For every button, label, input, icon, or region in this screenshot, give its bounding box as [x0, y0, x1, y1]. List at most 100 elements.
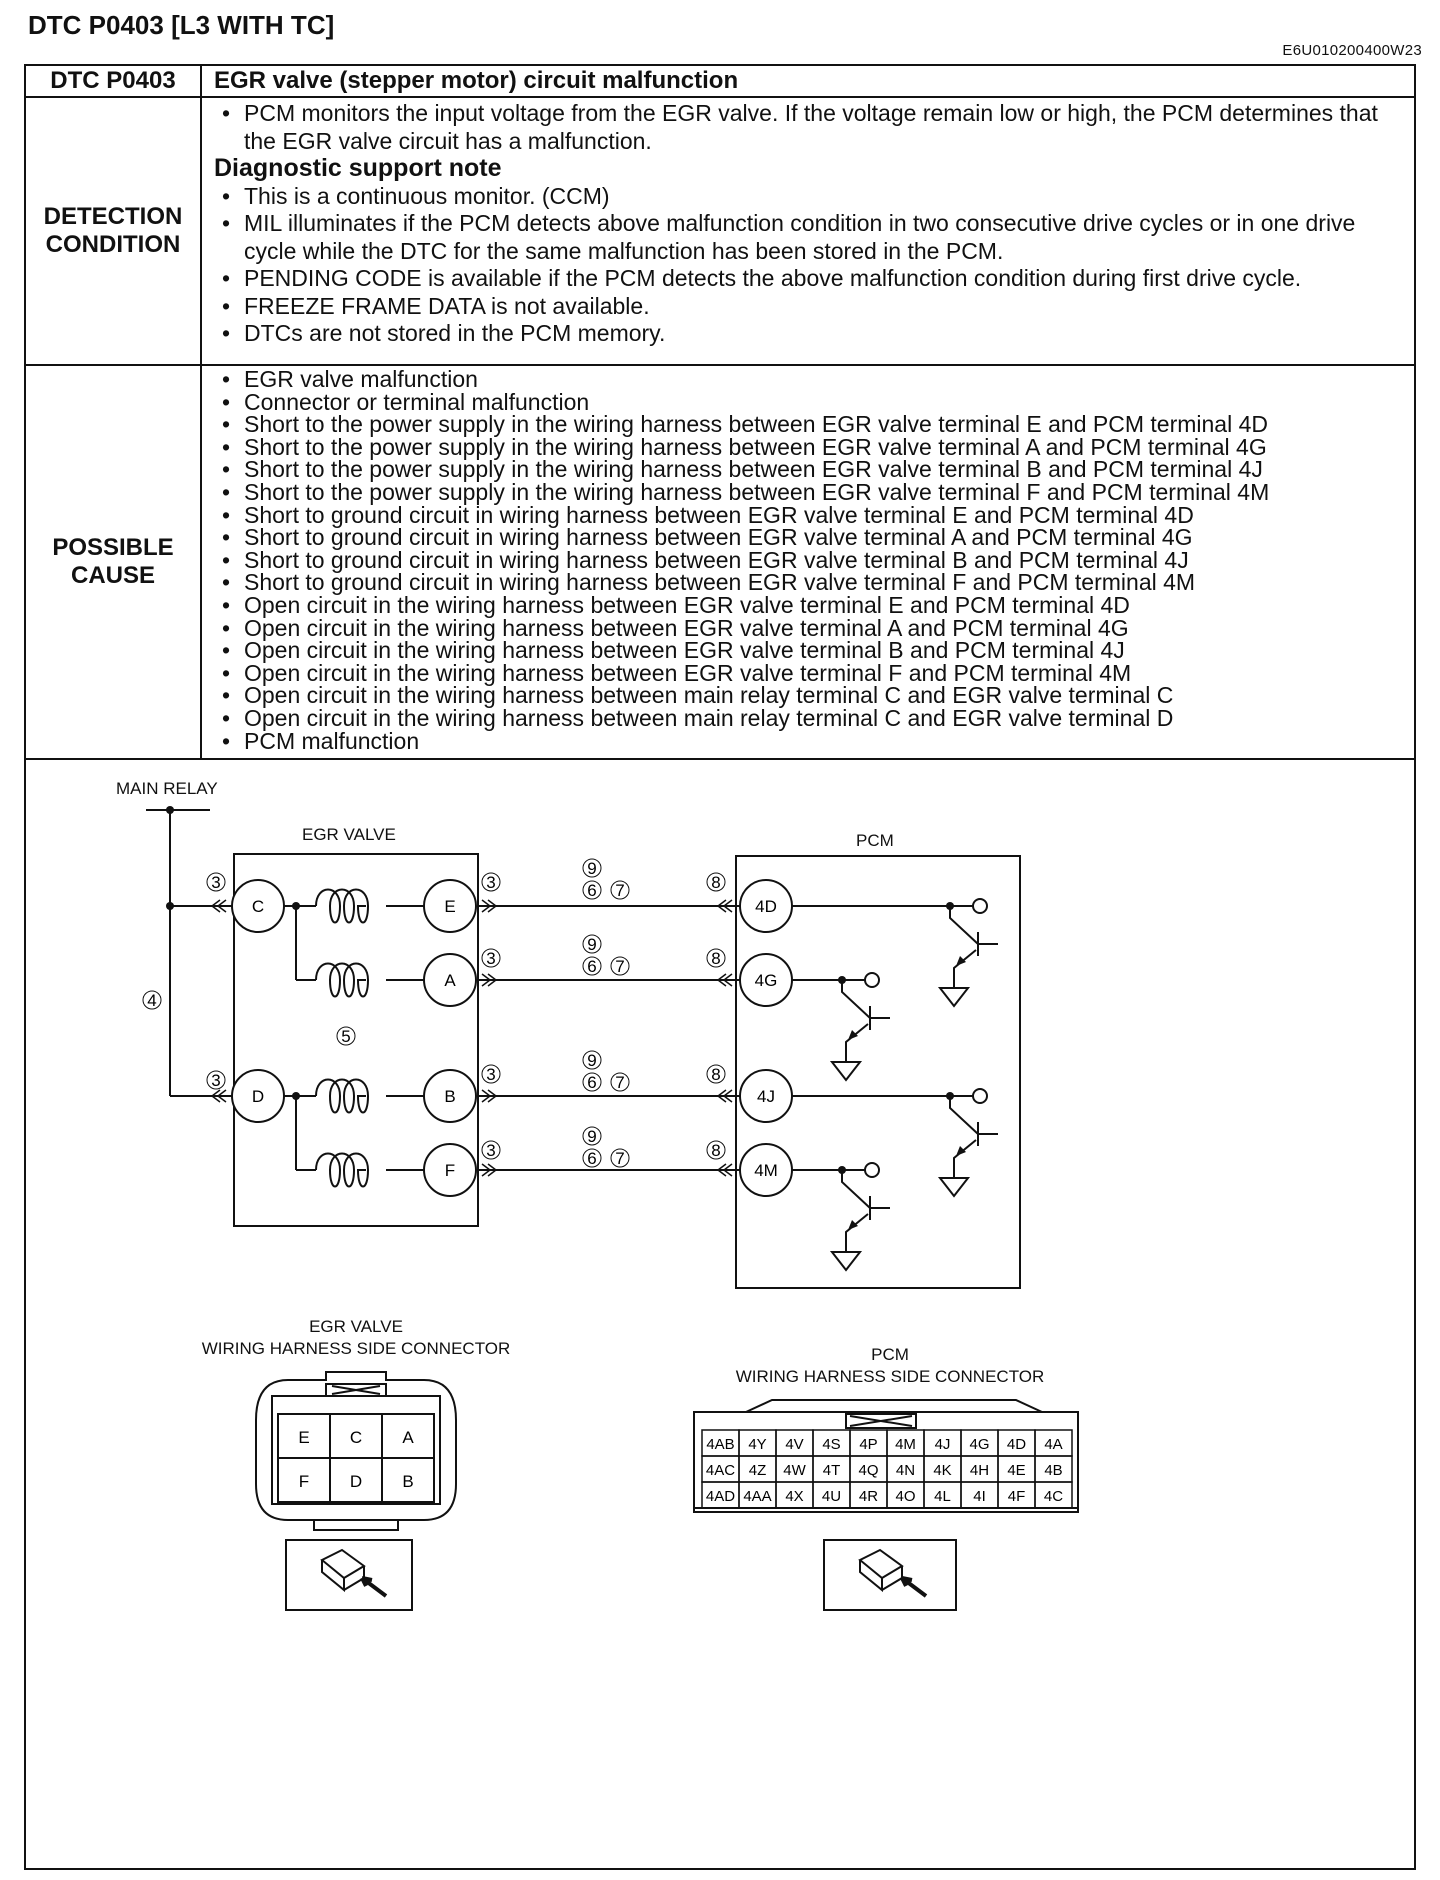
cavity-label: 4T: [823, 1462, 841, 1479]
dtc-code-cell: DTC P0403: [26, 66, 202, 96]
connector-view-icon: [823, 1539, 957, 1611]
callout-number: 7: [615, 1073, 624, 1092]
cavity-label: 4AC: [706, 1462, 735, 1479]
callout-number: 7: [615, 881, 624, 900]
transistor-symbol: [949, 1096, 998, 1178]
cavity-label: F: [299, 1472, 309, 1491]
list-item: Open circuit in the wiring harness betwe…: [214, 594, 1406, 617]
list-item: This is a continuous monitor. (CCM): [214, 183, 1406, 211]
cavity-label: 4Z: [749, 1462, 767, 1479]
callout-circle: [336, 1026, 356, 1046]
list-item: Open circuit in the wiring harness betwe…: [214, 684, 1406, 707]
cavity-label: 4F: [1008, 1488, 1026, 1505]
coil-winding: [315, 888, 370, 924]
ground-symbol: [829, 1251, 863, 1272]
callout-number: 6: [587, 1149, 596, 1168]
pcm-terminal-4g: [739, 953, 793, 1007]
connector-arrow: [210, 899, 227, 913]
pcm-connector-title-2: WIRING HARNESS SIDE CONNECTOR: [736, 1367, 1045, 1386]
callout-number: 3: [211, 1071, 220, 1090]
list-item: PENDING CODE is available if the PCM det…: [214, 265, 1406, 293]
callout-number: 9: [587, 1051, 596, 1070]
callout-circle: [582, 880, 602, 900]
cavity-label: A: [402, 1428, 414, 1447]
pcm-terminal-4j: [739, 1069, 793, 1123]
callout-number: 9: [587, 859, 596, 878]
callout-number: 8: [711, 1065, 720, 1084]
egr-terminal-d: [231, 1069, 285, 1123]
emitter-arrow: [848, 1220, 858, 1230]
detection-label-line2: CONDITION: [45, 231, 181, 258]
cavity-label: E: [298, 1428, 309, 1447]
callout-circle: [582, 1072, 602, 1092]
callout-circle: [206, 1070, 226, 1090]
connector-view-icon: [285, 1539, 413, 1611]
list-item: Connector or terminal malfunction: [214, 390, 1406, 414]
detection-condition-row: DETECTION CONDITION PCM monitors the inp…: [26, 98, 1414, 366]
callout-number: 3: [486, 873, 495, 892]
ground-symbol: [829, 1061, 863, 1082]
list-item: Short to ground circuit in wiring harnes…: [214, 526, 1406, 549]
egr-terminal-label: A: [444, 971, 456, 990]
callout-number: 8: [711, 949, 720, 968]
cavity-label: 4S: [822, 1436, 840, 1453]
dtc-table: DTC P0403 EGR valve (stepper motor) circ…: [24, 64, 1416, 1870]
detection-intro: PCM monitors the input voltage from the …: [214, 100, 1406, 155]
list-item: MIL illuminates if the PCM detects above…: [214, 210, 1406, 265]
callout-circle: [610, 1072, 630, 1092]
callout-number: 6: [587, 1073, 596, 1092]
egr-terminal-label: F: [445, 1161, 455, 1180]
connector-arrow: [481, 899, 498, 913]
ground-symbol: [937, 987, 971, 1008]
callout-circle: [706, 1064, 726, 1084]
list-item: PCM malfunction: [214, 729, 1406, 753]
cavity-label: C: [350, 1428, 362, 1447]
callout-number: 5: [341, 1027, 350, 1046]
cavity-label: B: [402, 1472, 413, 1491]
list-item: Open circuit in the wiring harness betwe…: [214, 639, 1406, 662]
connector-arrow: [481, 1089, 498, 1103]
egr-terminal-e: [423, 879, 477, 933]
pcm-terminal-4m: [739, 1143, 793, 1197]
cavity-label: 4E: [1007, 1462, 1025, 1479]
junction-dot: [292, 902, 300, 910]
egr-terminal-label: E: [444, 897, 455, 916]
callout-circle: [582, 858, 602, 878]
callout-number: 3: [211, 873, 220, 892]
cavity-label: 4K: [933, 1462, 951, 1479]
connector-arrow: [210, 1089, 227, 1103]
terminal-node: [972, 898, 988, 914]
list-item: FREEZE FRAME DATA is not available.: [214, 293, 1406, 321]
callout-number: 8: [711, 873, 720, 892]
egr-terminal-f: [423, 1143, 477, 1197]
egr-connector-title-2: WIRING HARNESS SIDE CONNECTOR: [202, 1339, 511, 1358]
cavity-label: 4B: [1044, 1462, 1062, 1479]
cavity-label: 4M: [895, 1436, 916, 1453]
callout-circle: [582, 1050, 602, 1070]
possible-cause-content: EGR valve malfunctionConnector or termin…: [202, 366, 1414, 758]
callout-circle: [610, 880, 630, 900]
list-item: Open circuit in the wiring harness betwe…: [214, 616, 1406, 640]
terminal-node: [864, 1162, 880, 1178]
egr-connector-title-1: EGR VALVE: [309, 1317, 403, 1336]
possible-cause-list: EGR valve malfunctionConnector or termin…: [214, 368, 1406, 752]
list-item: Short to ground circuit in wiring harnes…: [214, 503, 1406, 527]
possible-cause-label: POSSIBLE CAUSE: [26, 366, 202, 758]
callout-circle: [582, 1126, 602, 1146]
connector-arrow: [716, 1163, 733, 1177]
coil-winding: [315, 962, 370, 998]
egr-valve-label: EGR VALVE: [302, 825, 396, 844]
terminal-node: [972, 1088, 988, 1104]
transistor-symbol: [841, 980, 890, 1062]
coil-winding: [315, 1078, 370, 1114]
list-item: Short to the power supply in the wiring …: [214, 481, 1406, 504]
emitter-arrow: [956, 1146, 966, 1156]
callout-circle: [481, 948, 501, 968]
emitter-arrow: [848, 1030, 858, 1040]
connector-arrow: [716, 973, 733, 987]
egr-terminal-label: D: [252, 1087, 264, 1106]
pcm-terminal-4d: [739, 879, 793, 933]
coil-winding: [315, 1152, 370, 1188]
document-id: E6U010200400W23: [1282, 42, 1422, 59]
